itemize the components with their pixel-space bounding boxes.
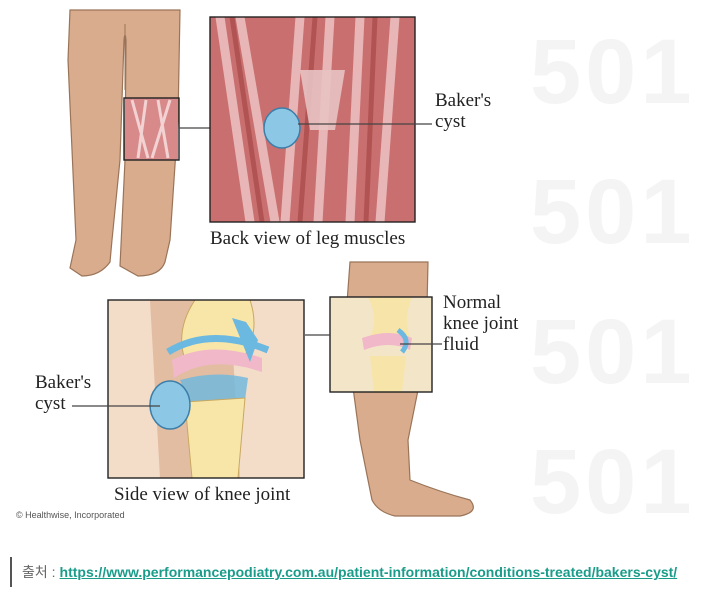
side-view-caption: Side view of knee joint bbox=[114, 484, 291, 505]
back-view-caption: Back view of leg muscles bbox=[210, 228, 406, 249]
anatomy-drawing bbox=[67, 9, 474, 517]
source-citation: 출처 : https://www.performancepodiatry.com… bbox=[10, 557, 677, 587]
bakers-cyst-label-top: Baker's cyst bbox=[435, 90, 492, 132]
back-view-legs bbox=[67, 9, 210, 277]
watermark: 501 bbox=[530, 21, 696, 123]
image-credit: © Healthwise, Incorporated bbox=[16, 510, 125, 520]
side-view-leg bbox=[305, 261, 474, 517]
back-view-zoom bbox=[209, 16, 432, 223]
source-link[interactable]: https://www.performancepodiatry.com.au/p… bbox=[59, 564, 678, 580]
normal-knee-fluid-label: Normal knee joint fluid bbox=[443, 292, 519, 355]
watermark: 501 bbox=[530, 301, 696, 403]
watermark: 501 bbox=[530, 161, 696, 263]
side-view-zoom bbox=[72, 299, 305, 479]
bakers-cyst-illustration: 501 501 501 501 bbox=[16, 9, 696, 533]
bakers-cyst-label-side: Baker's cyst bbox=[35, 372, 92, 414]
source-prefix: 출처 : bbox=[22, 564, 56, 580]
watermark: 501 bbox=[530, 431, 696, 533]
